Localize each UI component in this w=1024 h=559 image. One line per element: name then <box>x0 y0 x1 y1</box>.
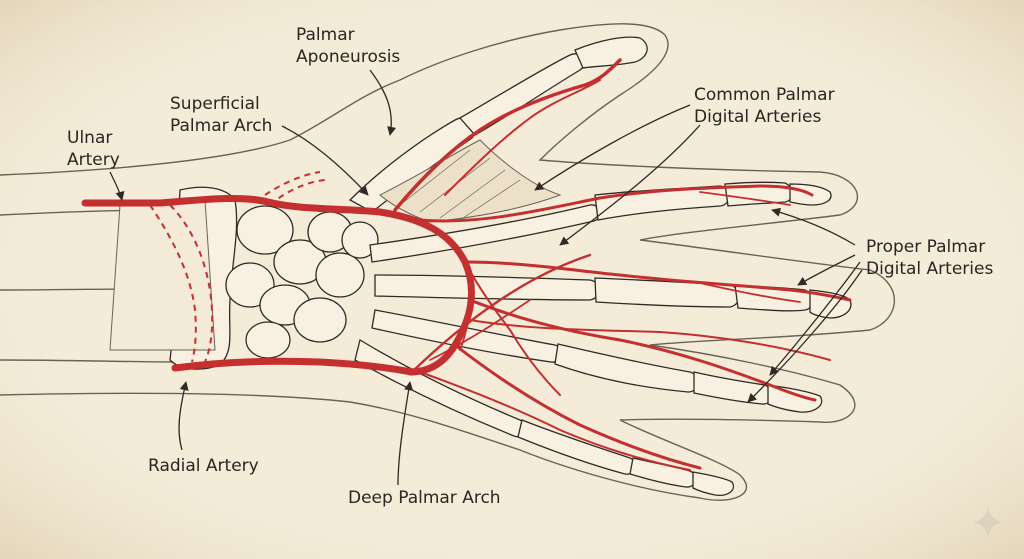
label-ulnar-artery: Ulnar Artery <box>67 127 120 171</box>
label-deep-palmar-arch: Deep Palmar Arch <box>348 487 501 509</box>
label-proper-line1: Proper Palmar <box>866 237 986 257</box>
label-ulnar-artery-line1: Ulnar <box>67 128 113 148</box>
label-common-line1: Common Palmar <box>694 85 835 105</box>
label-common-line2: Digital Arteries <box>694 107 822 127</box>
common-digital-leader-2 <box>559 124 701 246</box>
label-aponeurosis-line1: Palmar <box>296 25 355 45</box>
label-radial-artery: Radial Artery <box>148 455 259 477</box>
label-superficial-line2: Palmar Arch <box>170 116 273 136</box>
label-aponeurosis-line2: Aponeurosis <box>296 47 401 67</box>
label-palmar-aponeurosis: Palmar Aponeurosis <box>296 24 400 68</box>
label-superficial-palmar-arch: Superficial Palmar Arch <box>170 93 272 137</box>
proper-digital-leader-2 <box>797 254 856 286</box>
label-deep-line1: Deep Palmar Arch <box>348 488 501 508</box>
label-common-palmar-digital-arteries: Common Palmar Digital Arteries <box>694 84 835 128</box>
sparkle-icon <box>973 507 1003 537</box>
label-ulnar-artery-line2: Artery <box>67 150 120 170</box>
superficial-arch-leader <box>281 125 369 196</box>
common-digital-leader-1 <box>534 104 691 191</box>
aponeurosis-leader <box>369 69 397 136</box>
radial-leader <box>178 381 189 451</box>
label-proper-palmar-digital-arteries: Proper Palmar Digital Arteries <box>866 236 993 280</box>
proper-digital-leader-1 <box>771 207 856 246</box>
label-radial-line1: Radial Artery <box>148 456 259 476</box>
arteries <box>81 58 852 471</box>
label-superficial-line1: Superficial <box>170 94 260 114</box>
deep-arch-leader <box>397 381 414 486</box>
leader-arrows <box>109 69 863 486</box>
label-proper-line2: Digital Arteries <box>866 259 994 279</box>
proper-digital-leader-3 <box>769 261 861 376</box>
proper-digital-leader-4 <box>747 269 863 403</box>
ulnar-leader <box>109 171 125 201</box>
